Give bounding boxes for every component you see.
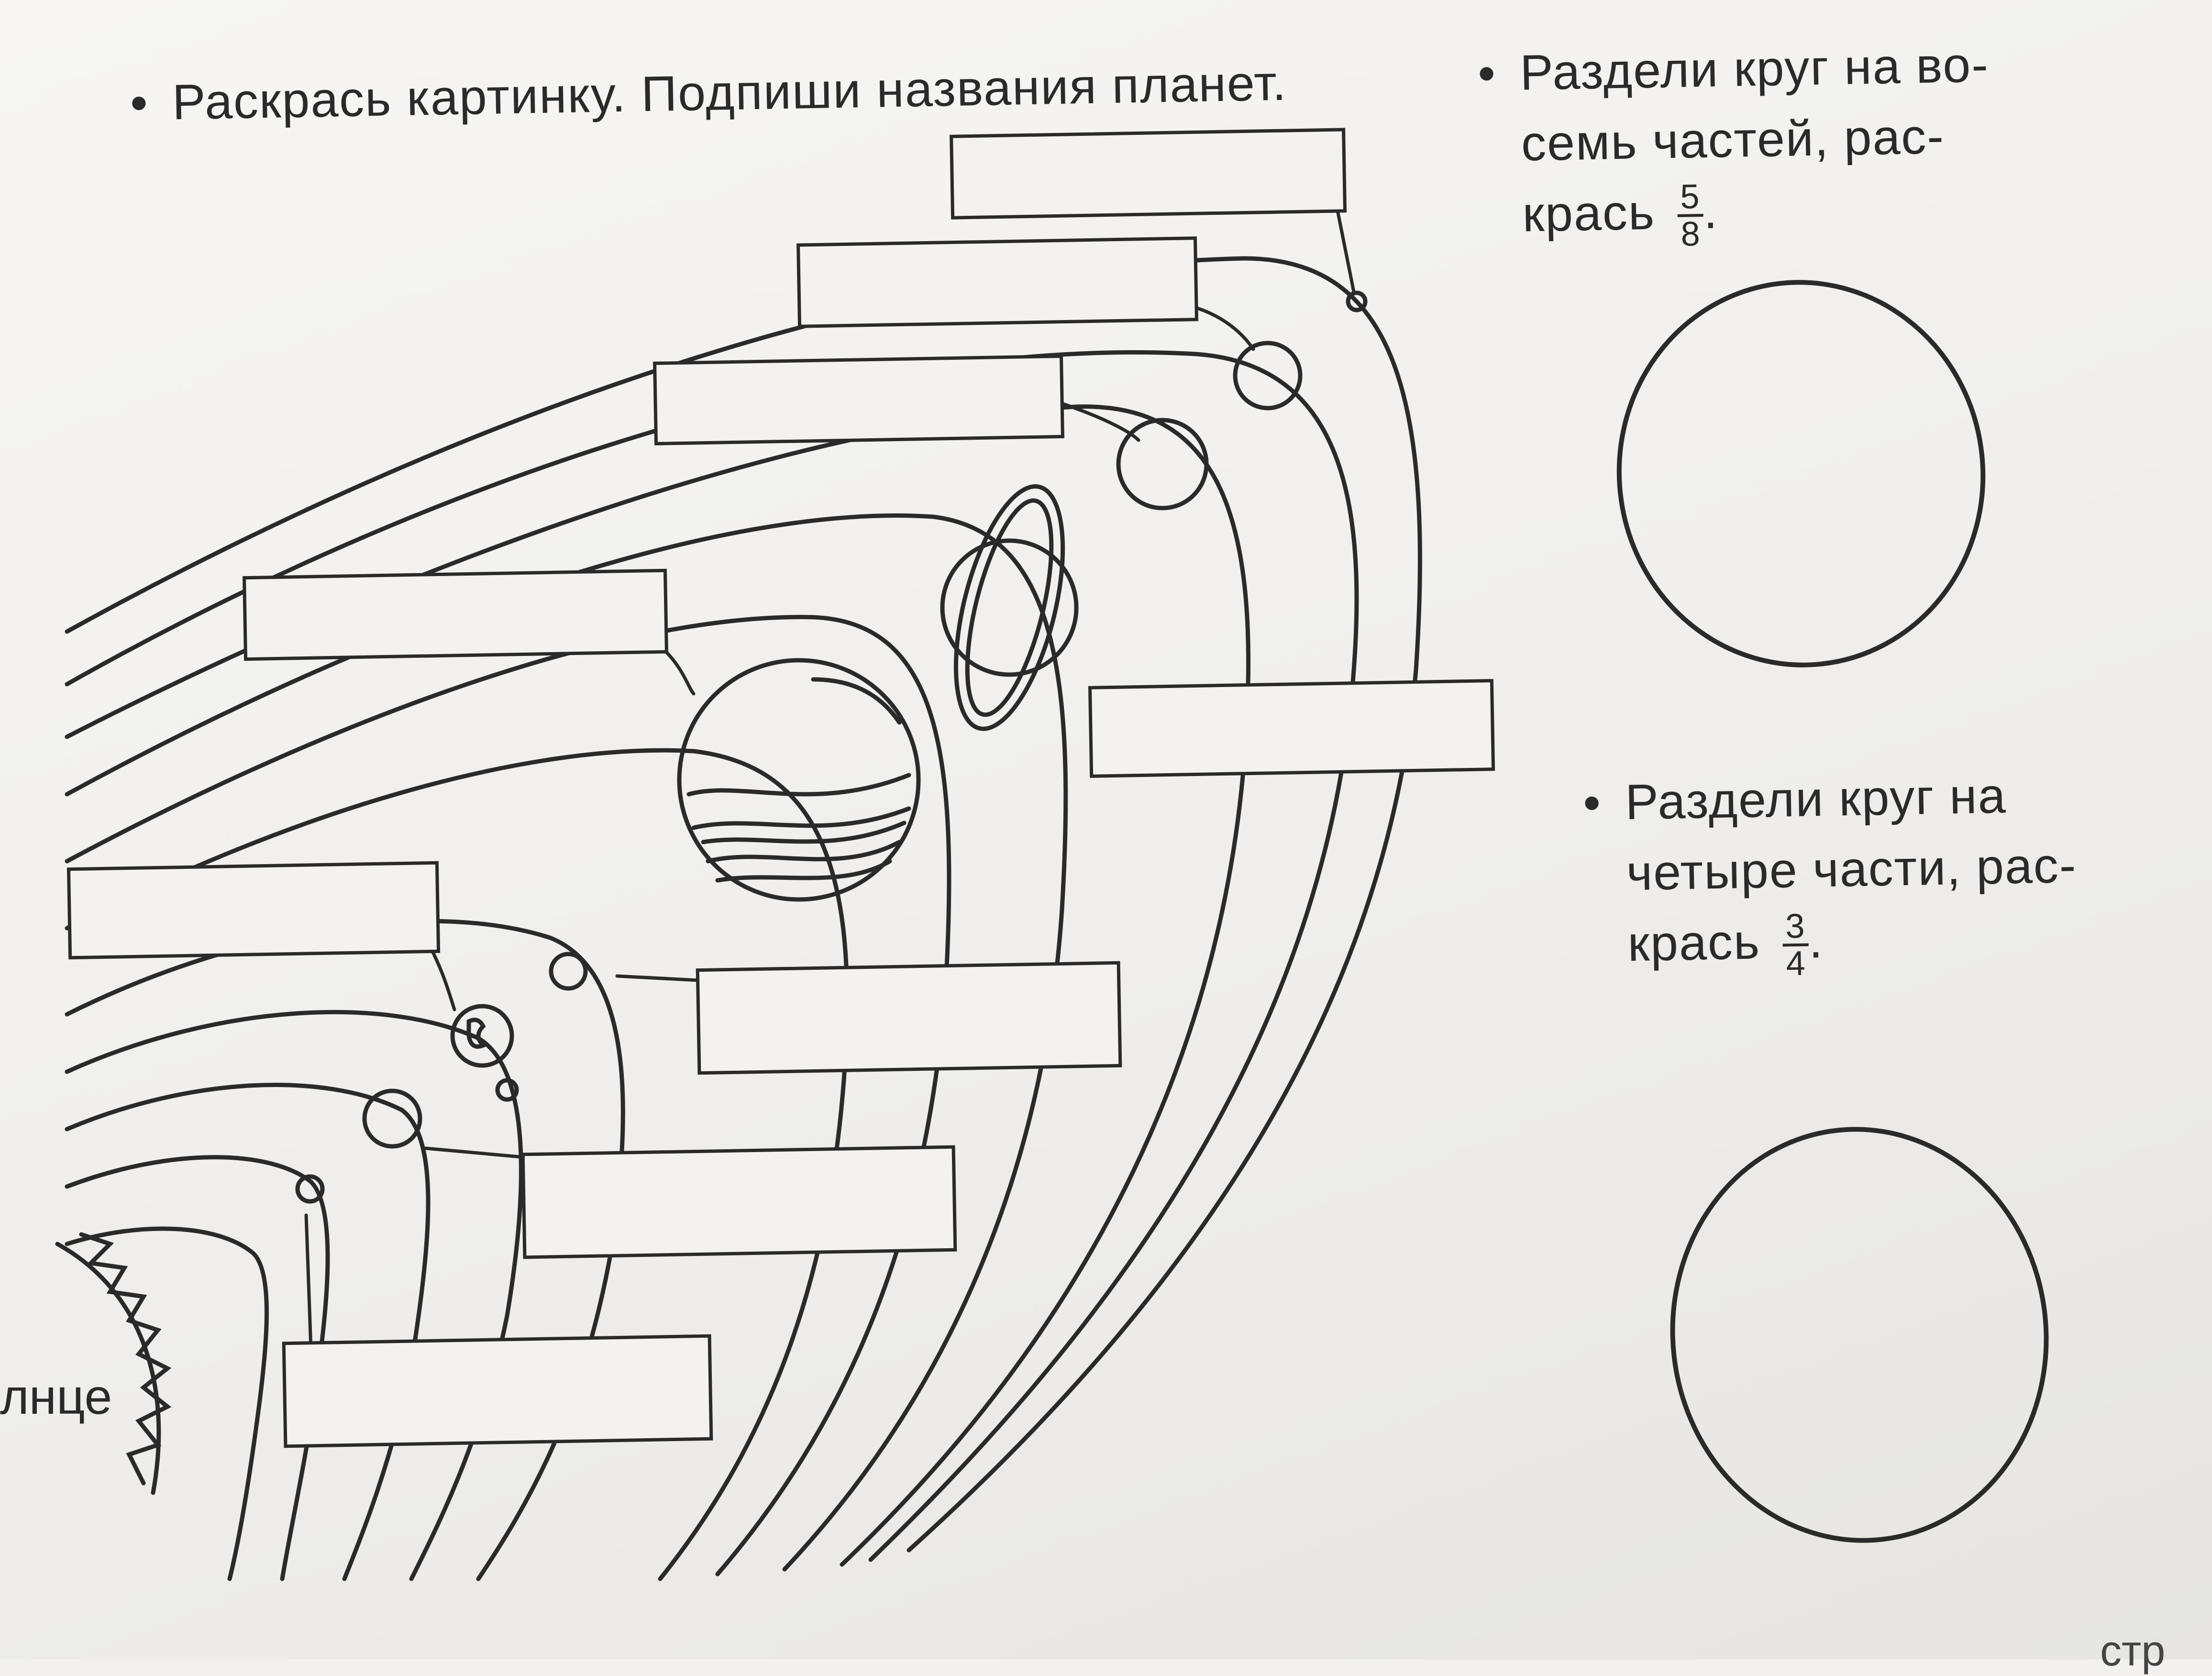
label-box-uranus[interactable] [653, 354, 1064, 445]
saturn-planet [940, 484, 1079, 731]
task-quarters-line-1: Раздели круг на [1625, 768, 2007, 831]
bullet-icon: • [1477, 45, 1497, 102]
task-eighths: • Раздели круг на во- семь частей, рас- … [1477, 29, 1992, 254]
task-planets-text: Раскрась картинку. Подпиши названия план… [172, 55, 1288, 131]
task-quarters: • Раздели круг на четыре части, рас- кра… [1582, 759, 2079, 984]
orbit-inner-x [65, 1226, 269, 1581]
task-quarters-line-3: крась 3 4 . [1627, 901, 2079, 984]
label-box-earth[interactable] [696, 961, 1122, 1075]
label-box-mars[interactable] [66, 861, 441, 960]
orbit-earth [65, 1010, 523, 1581]
orbit-uranus [65, 350, 1359, 1562]
orbit-outer-a [65, 615, 951, 1576]
fraction-five-eighths: 5 8 [1677, 178, 1704, 254]
task-quarters-verb: крась [1627, 914, 1761, 972]
sun-rays [79, 1232, 172, 1486]
venus-planet [362, 1088, 422, 1149]
orbit-lines [65, 256, 1422, 1581]
planets [295, 290, 1368, 1204]
orbit-mercury [65, 1155, 330, 1581]
task-eighths-suffix: . [1703, 183, 1719, 239]
bullet-icon: • [130, 75, 149, 131]
mars-planet [549, 952, 588, 991]
earth-planet [450, 1004, 514, 1068]
task-eighths-line-1: Раздели круг на во- [1519, 37, 1990, 101]
task-quarters-suffix: . [1808, 913, 1824, 969]
label-box-venus[interactable] [521, 1145, 957, 1259]
label-box-neptune[interactable] [796, 236, 1198, 328]
task-eighths-line-2: семь частей, рас- [1520, 109, 1945, 172]
fraction-numerator: 3 [1782, 907, 1809, 947]
earth-continent [466, 1018, 487, 1049]
fraction-three-quarters: 3 4 [1782, 907, 1810, 983]
planet-label-boxes [66, 128, 1495, 1448]
fraction-denominator: 8 [1680, 214, 1702, 254]
circle-eighths[interactable] [1600, 264, 2002, 683]
task-quarters-line-2: четыре части, рас- [1626, 837, 2078, 901]
uranus-planet [1116, 418, 1209, 511]
task-eighths-verb: крась [1522, 184, 1656, 243]
page-ref: стр [2100, 1627, 2166, 1675]
orbit-outer-b [65, 748, 850, 1581]
sun-label: лнце [0, 1369, 112, 1425]
fraction-denominator: 4 [1785, 944, 1807, 983]
bullet-icon: • [1582, 775, 1602, 831]
fraction-numerator: 5 [1677, 178, 1704, 217]
circle-quarters[interactable] [1652, 1111, 2067, 1559]
label-box-mercury[interactable] [282, 1334, 713, 1448]
label-box-saturn[interactable] [1088, 679, 1495, 778]
jupiter-planet [677, 658, 921, 902]
label-box-jupiter[interactable] [243, 568, 668, 661]
orbit-venus [65, 1083, 431, 1581]
moon [495, 1078, 519, 1102]
fraction-circles [1600, 264, 2067, 1559]
task-eighths-line-3: крась 5 8 . [1522, 171, 1992, 254]
pluto-planet [1346, 290, 1368, 312]
orbit-neptune [65, 256, 1422, 1553]
label-box-pluto[interactable] [950, 128, 1347, 220]
orbit-saturn [65, 404, 1251, 1567]
mercury-planet [295, 1174, 325, 1204]
neptune-planet [1233, 341, 1303, 411]
sun-drawing [55, 1232, 172, 1495]
